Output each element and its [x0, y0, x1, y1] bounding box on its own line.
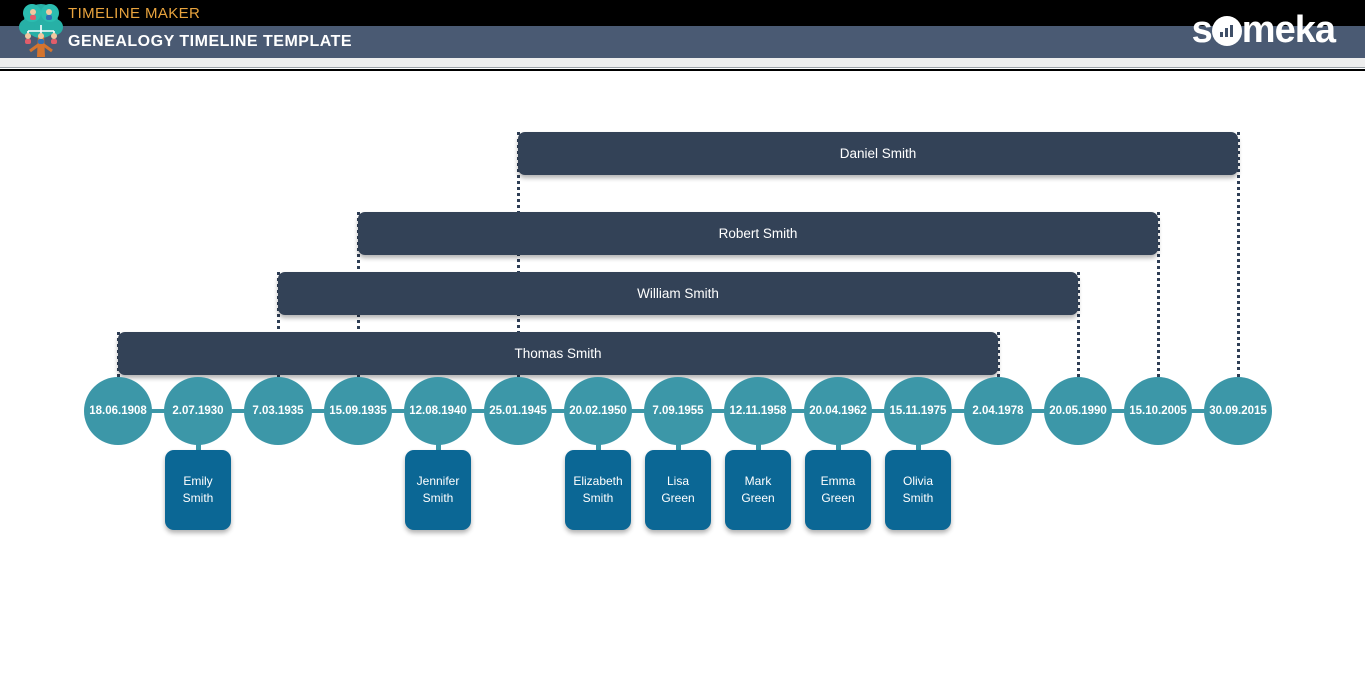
generation-label: Daniel Smith — [839, 146, 917, 161]
person-first-name: Emma — [820, 474, 856, 488]
date-circle[interactable]: 15.11.1975 — [884, 377, 952, 445]
page-title: GENEALOGY TIMELINE TEMPLATE — [68, 33, 353, 50]
date-circle[interactable]: 20.05.1990 — [1044, 377, 1112, 445]
generation-bar[interactable]: Daniel Smith — [518, 132, 1238, 175]
generation-bar[interactable]: Thomas Smith — [118, 332, 998, 375]
date-label: 20.02.1950 — [569, 405, 627, 417]
date-circle[interactable]: 18.06.1908 — [84, 377, 152, 445]
person-first-name: Jennifer — [416, 474, 460, 488]
brand-prefix: s — [1191, 9, 1213, 51]
generation-label: Robert Smith — [718, 226, 798, 241]
top-bar — [0, 0, 1365, 26]
divider-rule — [0, 69, 1365, 71]
date-circle[interactable]: 20.02.1950 — [564, 377, 632, 445]
date-circle[interactable]: 2.04.1978 — [964, 377, 1032, 445]
date-label: 7.09.1955 — [652, 405, 704, 417]
date-circle[interactable]: 12.11.1958 — [724, 377, 792, 445]
date-circle[interactable]: 7.03.1935 — [244, 377, 312, 445]
family-tree-icon — [19, 4, 63, 57]
date-circle[interactable]: 20.04.1962 — [804, 377, 872, 445]
generation-label: Thomas Smith — [514, 346, 602, 361]
date-circle[interactable]: 12.08.1940 — [404, 377, 472, 445]
person-last-name: Smith — [182, 491, 214, 505]
date-label: 12.11.1958 — [729, 405, 787, 417]
person-last-name: Smith — [582, 491, 614, 505]
app-label: TIMELINE MAKER — [68, 5, 201, 22]
date-circle[interactable]: 7.09.1955 — [644, 377, 712, 445]
date-label: 20.05.1990 — [1049, 405, 1107, 417]
date-circle[interactable]: 25.01.1945 — [484, 377, 552, 445]
date-label: 15.10.2005 — [1129, 405, 1187, 417]
date-label: 12.08.1940 — [409, 405, 467, 417]
bar-chart-icon — [1211, 16, 1242, 46]
person-first-name: Elizabeth — [573, 474, 623, 488]
date-label: 30.09.2015 — [1209, 405, 1267, 417]
date-label: 2.07.1930 — [172, 405, 224, 417]
date-circle[interactable]: 15.10.2005 — [1124, 377, 1192, 445]
connector-end — [997, 332, 1000, 377]
person-first-name: Emily — [183, 474, 213, 488]
date-label: 18.06.1908 — [89, 405, 147, 417]
date-circle[interactable]: 15.09.1935 — [324, 377, 392, 445]
title-bar — [0, 26, 1365, 58]
person-last-name: Smith — [902, 491, 934, 505]
sub-bar — [0, 58, 1365, 68]
person-first-name: Lisa — [666, 474, 689, 488]
date-label: 20.04.1962 — [809, 405, 867, 417]
connector-end — [1157, 212, 1160, 377]
date-label: 15.09.1935 — [329, 405, 387, 417]
generation-bar[interactable]: Robert Smith — [358, 212, 1158, 255]
connector-start — [277, 272, 280, 377]
person-last-name: Green — [741, 491, 775, 505]
connector-end — [1237, 132, 1240, 377]
person-last-name: Smith — [422, 491, 454, 505]
date-label: 2.04.1978 — [972, 405, 1024, 417]
date-circle[interactable]: 2.07.1930 — [164, 377, 232, 445]
generation-label: William Smith — [637, 286, 719, 301]
date-label: 15.11.1975 — [889, 405, 947, 417]
brand-suffix: meka — [1241, 9, 1336, 51]
person-last-name: Green — [661, 491, 695, 505]
date-label: 7.03.1935 — [252, 405, 304, 417]
date-circle[interactable]: 30.09.2015 — [1204, 377, 1272, 445]
generation-bar[interactable]: William Smith — [278, 272, 1078, 315]
date-label: 25.01.1945 — [489, 405, 547, 417]
person-last-name: Green — [821, 491, 855, 505]
person-first-name: Mark — [744, 474, 772, 488]
connector-end — [1077, 272, 1080, 377]
person-first-name: Olivia — [902, 474, 933, 488]
